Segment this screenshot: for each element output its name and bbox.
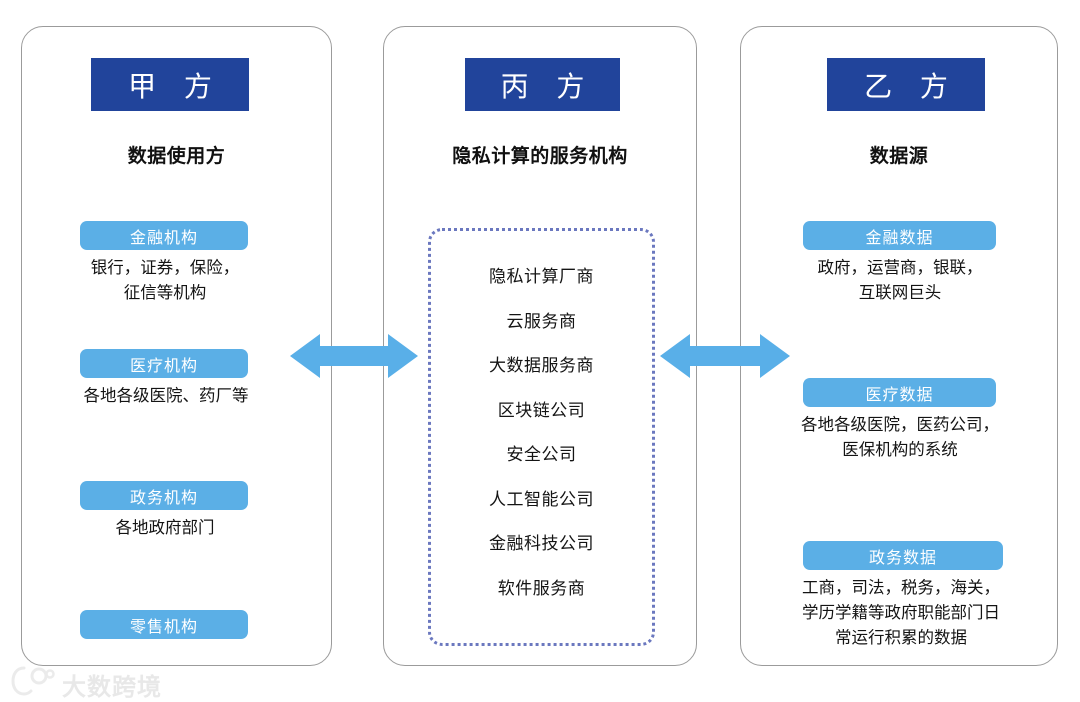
pill-retail-institutions: 零售机构 (80, 610, 248, 639)
party-subtitle-yi: 数据源 (869, 146, 929, 167)
service-item: 人工智能公司 (489, 489, 594, 509)
double-arrow-icon-bing-yi (660, 332, 790, 380)
pill-financial-institutions: 金融机构 (80, 221, 248, 250)
desc-financial-data: 政府，运营商，银联，互联网巨头 (817, 259, 983, 302)
pill-medical-institutions: 医疗机构 (80, 349, 248, 378)
watermark-text: 大数跨境 (62, 674, 162, 701)
party-banner-jia: 甲 方 (91, 58, 249, 111)
desc-financial-institutions: 银行，证券，保险，征信等机构 (90, 259, 240, 302)
logo-mark-icon (11, 666, 55, 696)
party-card-bing (383, 26, 697, 666)
service-item: 软件服务商 (497, 578, 586, 598)
service-item: 金融科技公司 (489, 534, 594, 553)
service-item: 大数据服务商 (489, 356, 594, 375)
double-arrow-icon-jia-bing (290, 332, 418, 380)
pill-government-data: 政务数据 (803, 541, 1003, 570)
service-provider-dotted-box (428, 228, 655, 646)
desc-medical-data: 各地各级医院，医药公司，医保机构的系统 (801, 416, 999, 459)
party-banner-yi: 乙 方 (827, 58, 985, 111)
service-item: 云服务商 (506, 311, 577, 331)
party-card-jia (21, 26, 332, 666)
desc-medical-institutions: 各地各级医院、药厂等 (83, 387, 249, 405)
party-subtitle-bing: 隐私计算的服务机构 (452, 146, 628, 167)
service-item: 安全公司 (506, 445, 577, 464)
watermark: 大数跨境 (10, 664, 210, 701)
pill-financial-data: 金融数据 (803, 221, 996, 250)
desc-government-data: 工商，司法，税务，海关，学历学籍等政府职能部门日常运行积累的数据 (802, 579, 1000, 647)
party-banner-bing: 丙 方 (465, 58, 620, 111)
pill-medical-data: 医疗数据 (803, 378, 996, 407)
service-item: 隐私计算厂商 (489, 267, 594, 286)
desc-government-institutions: 各地政府部门 (115, 519, 215, 537)
service-provider-list: 隐私计算厂商 云服务商 大数据服务商 区块链公司 安全公司 人工智能公司 金融科… (428, 228, 655, 646)
pill-government-institutions: 政务机构 (80, 481, 248, 510)
service-item: 区块链公司 (497, 400, 586, 420)
party-subtitle-jia: 数据使用方 (127, 146, 226, 167)
